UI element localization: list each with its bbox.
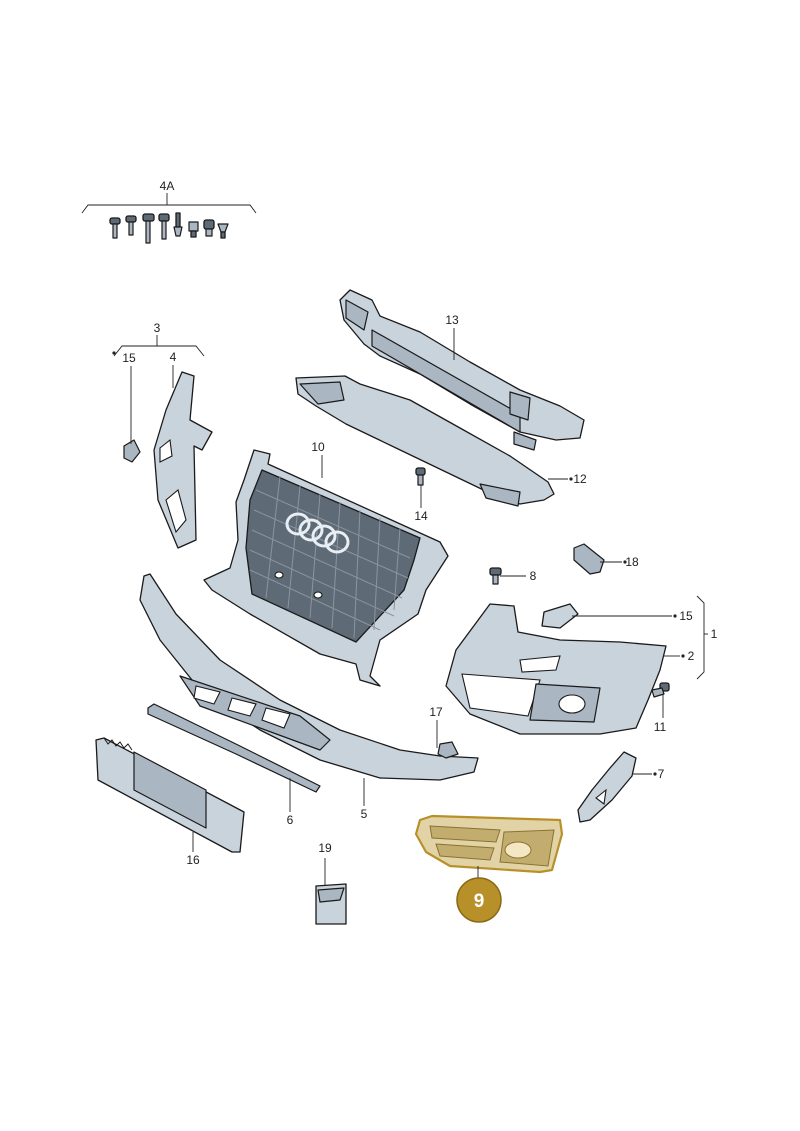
callout-9: 9 xyxy=(474,891,485,912)
trim-strip-6 xyxy=(147,703,321,793)
bracket-group-3 xyxy=(112,335,205,357)
screw-14 xyxy=(415,467,426,486)
clip-icon xyxy=(217,223,229,239)
callout-10: 10 xyxy=(311,440,325,454)
callout-2: 2 xyxy=(688,649,695,663)
callout-11: 11 xyxy=(654,720,667,734)
callout-18: 18 xyxy=(625,555,639,569)
clip-icon xyxy=(173,212,183,237)
highlight-badge-9: 9 xyxy=(456,877,502,923)
nut-icon xyxy=(203,219,215,237)
screw-set-4a xyxy=(81,193,257,244)
callout-3: 3 xyxy=(154,321,161,335)
callout-4: 4 xyxy=(170,350,177,364)
callout-7: 7 xyxy=(658,767,665,781)
screw-icon xyxy=(158,213,170,240)
callout-13: 13 xyxy=(445,313,459,327)
callout-6: 6 xyxy=(287,813,294,827)
screw-icon xyxy=(109,217,121,239)
radiator-grille-10 xyxy=(203,449,449,687)
screw-icon xyxy=(142,213,155,244)
callout-labels: 4A 3 15 4 13 10 12 14 18 8 15 1 2 11 17 … xyxy=(122,179,717,867)
cap-15-left xyxy=(123,439,141,463)
callout-12: 12 xyxy=(573,472,587,486)
callout-8: 8 xyxy=(530,569,537,583)
leader-lines xyxy=(130,328,708,886)
lower-carrier-12 xyxy=(295,375,555,507)
callout-15-left: 15 xyxy=(122,351,136,365)
callout-14: 14 xyxy=(414,509,428,523)
clip-17 xyxy=(437,741,459,759)
bracket-4 xyxy=(153,371,213,549)
bracket-7 xyxy=(577,751,637,823)
callout-1: 1 xyxy=(711,627,718,641)
fog-light-grille-9 xyxy=(414,814,564,874)
nut-icon xyxy=(188,221,199,238)
clip-18 xyxy=(573,543,605,575)
bolt-11 xyxy=(651,682,670,698)
callout-19: 19 xyxy=(318,841,332,855)
callout-5: 5 xyxy=(361,807,368,821)
callout-15-right: 15 xyxy=(679,609,693,623)
bumper-cover-2 xyxy=(445,603,667,735)
screw-icon xyxy=(125,215,137,236)
cap-15-right xyxy=(541,603,579,629)
callout-17: 17 xyxy=(429,705,443,719)
four-rings-emblem xyxy=(285,512,350,554)
screw-8 xyxy=(489,567,502,585)
callout-4a: 4A xyxy=(160,179,175,193)
bumper-lower-5 xyxy=(139,573,479,781)
plate-holder-16 xyxy=(95,737,245,853)
callout-16: 16 xyxy=(186,853,200,867)
protective-bag-19 xyxy=(315,883,347,925)
impact-bar-13 xyxy=(339,289,585,451)
